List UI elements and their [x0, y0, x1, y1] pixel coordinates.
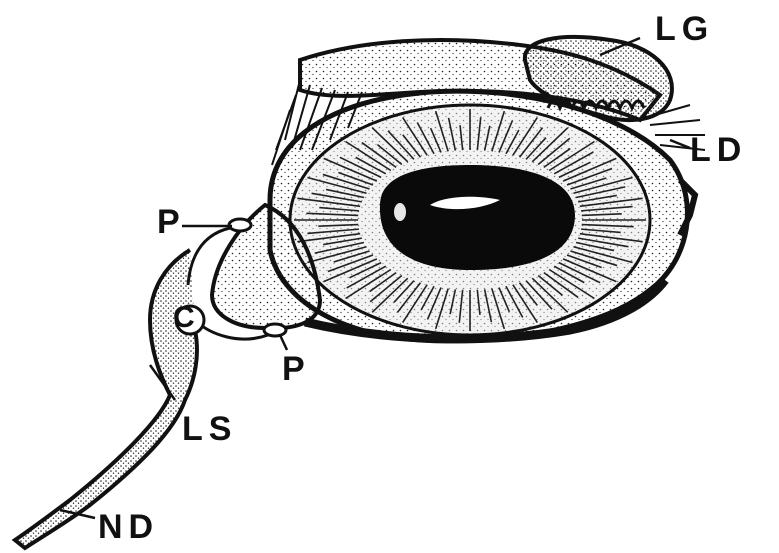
label-punctum-upper: P — [157, 205, 186, 239]
label-lacrimal-gland: LG — [655, 12, 714, 46]
punctum-upper — [229, 219, 251, 231]
label-canaliculus: C — [173, 303, 201, 333]
label-punctum-lower: P — [282, 352, 311, 386]
label-lacrimal-ducts: LD — [690, 133, 747, 167]
pupil — [380, 165, 575, 270]
label-lacrimal-sac: LS — [182, 412, 237, 446]
lacrimal-sac — [15, 250, 197, 548]
label-nasolacrimal-duct: ND — [98, 510, 159, 544]
